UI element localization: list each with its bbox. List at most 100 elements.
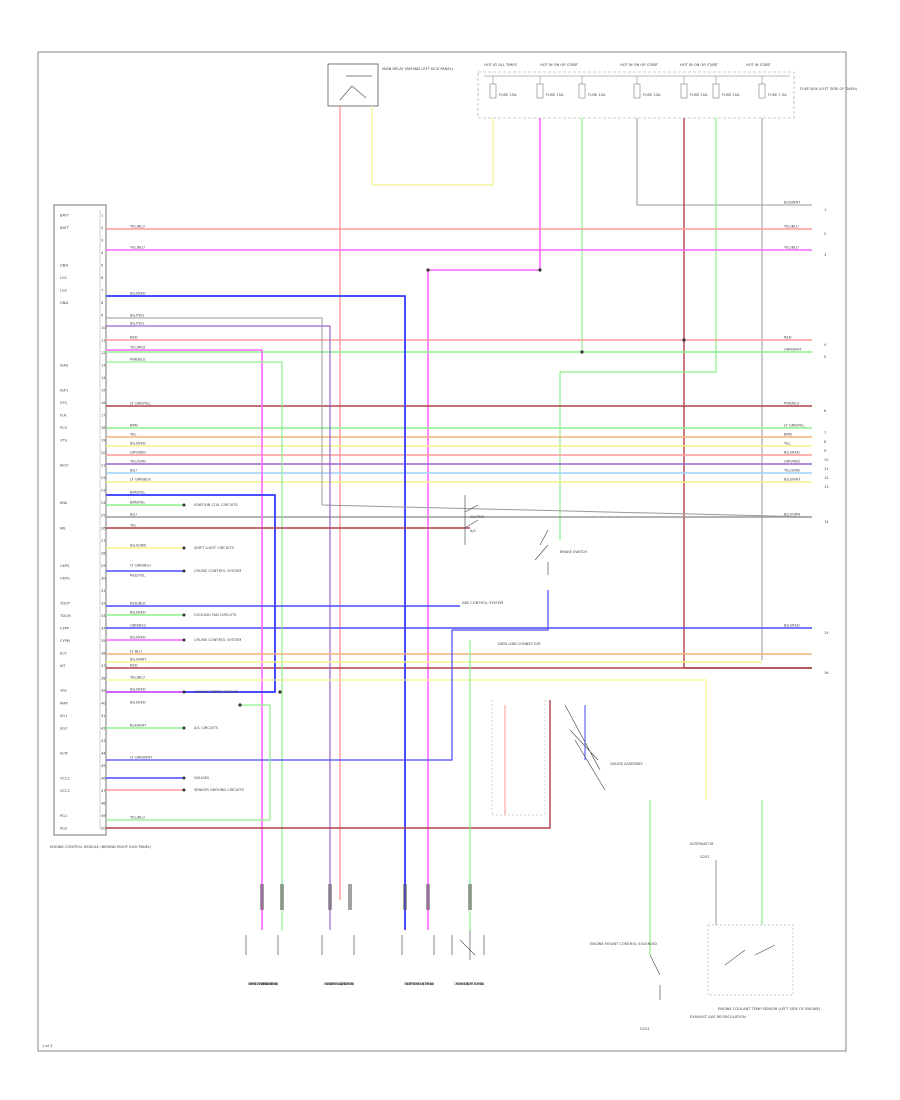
oxygen-sensor-symbol xyxy=(459,930,476,960)
stub-arrow-dot xyxy=(182,569,186,573)
ecm-blue-loop-wire xyxy=(106,494,276,693)
ecm-pin-number: 47 xyxy=(101,789,106,793)
mid-label-vss: VEHICLE SPEED SENSOR xyxy=(194,690,239,694)
bottom-component-symbol xyxy=(401,935,435,955)
bottom-component-label: CYLINDER POSITION SENSOR (TOP OF ENGINE) xyxy=(404,982,435,986)
right-terminal-number: 7 xyxy=(824,431,826,435)
ecm-pin-label: GND xyxy=(60,301,68,305)
main-relay-label: MAIN RELAY (BEHIND LEFT KICK PANEL) xyxy=(382,67,454,71)
ecm-pin-number: 3 xyxy=(101,239,103,243)
fuse-block-label: HOT IN START xyxy=(746,63,772,67)
right-wire-label: PNK/BLU xyxy=(784,402,800,406)
ecm-pin-label: LG1 xyxy=(60,276,67,280)
bottom-component-symbol xyxy=(321,935,355,955)
right-terminal-number: 15 xyxy=(824,631,829,635)
fuse-label: FUSE 15A xyxy=(546,93,564,97)
ecm-pin-label: SG2 xyxy=(60,726,67,730)
right-terminal-number: 12 xyxy=(824,476,829,480)
left-wire-label: BLU/YEL xyxy=(130,314,145,318)
right-wire-label: YEL/BLU xyxy=(784,246,799,250)
main-relay-box xyxy=(327,63,379,107)
ecm-pin-number: 36 xyxy=(101,651,106,655)
left-wire-label: RED xyxy=(130,336,138,340)
right-wire-label: BLU/RED xyxy=(784,624,800,628)
ecm-pin-label: ECT xyxy=(60,651,68,655)
splice-dot xyxy=(426,268,430,272)
ecm-label: ENGINE CONTROL MODULE (BEHIND RIGHT KICK… xyxy=(50,845,152,849)
fuse-symbol xyxy=(578,83,586,99)
ecm-pin-number: 15 xyxy=(101,389,106,393)
datalink-label: DATA LINK CONNECTOR xyxy=(498,642,541,646)
ecm-pin-number: 7 xyxy=(101,289,103,293)
fuse-symbol xyxy=(633,83,641,99)
bottom-component-label: EVAP PURGE FLOW SWITCH (BEHIND RIGHT SID… xyxy=(248,982,279,986)
ecm-blue-sensor-wire xyxy=(106,590,549,761)
ecm-pin-label: BATT xyxy=(60,226,70,230)
ecm-yellow-drop-wire xyxy=(106,679,707,800)
egr-label: EXHAUST GAS RECIRCULATION xyxy=(690,1015,746,1019)
ecm-pin-number: 9 xyxy=(101,314,104,318)
fuse-block-label: HOT AT ALL TIMES xyxy=(484,63,518,67)
ecm-pin-number: 44 xyxy=(101,751,106,755)
left-wire-label: BLU xyxy=(130,513,137,517)
clutch-switch-label: CLUTCH xyxy=(470,515,484,519)
ecm-pin-label: PCS xyxy=(60,426,68,430)
ecm-pin-number: 41 xyxy=(101,714,106,718)
ecm-pin-number: 31 xyxy=(101,589,106,593)
fuse-symbol xyxy=(712,83,720,99)
stub-arrow-dot xyxy=(182,776,186,780)
ecm-pin-number: 45 xyxy=(101,764,106,768)
fuse-block-label: HOT IN ON OR START xyxy=(620,63,659,67)
ecm-pin-label: CKPG xyxy=(60,576,70,580)
right-wire-label: BLU/RED xyxy=(784,451,800,455)
right-wire-label: GRY/RED xyxy=(784,460,800,464)
left-wire-label: BLU/RED xyxy=(130,292,146,296)
left-wire-label: RED/YEL xyxy=(130,574,145,578)
ecm-pin-number: 24 xyxy=(101,501,106,505)
fuse-symbol xyxy=(758,83,766,99)
ecm-pin-label: IGP1 xyxy=(60,389,68,393)
engine-mount-label: ENGINE MOUNT CONTROL SOLENOID xyxy=(590,942,657,946)
ecm-darkred-ground-wire xyxy=(106,700,551,829)
right-wire-label: LT GRN/YEL xyxy=(784,424,805,428)
ecm-pin-number: 29 xyxy=(101,564,106,568)
ecm-green-loop-wire xyxy=(106,704,271,821)
left-wire-label: GRN/BLU xyxy=(130,624,146,628)
ecm-pin-label: GND xyxy=(60,264,68,268)
ecm-pin-label: LG2 xyxy=(60,289,67,293)
ecm-pin-number: 46 xyxy=(101,776,106,780)
brake-switch xyxy=(534,529,549,575)
ecm-pin-label: IACV xyxy=(60,464,69,468)
connector-stub xyxy=(260,884,264,910)
left-wire-label: BLU/RED xyxy=(130,442,146,446)
left-wire-label: BLU/RED xyxy=(130,701,146,705)
right-terminal-number: 9 xyxy=(824,449,827,453)
fuse-feed-gray-wire xyxy=(636,118,812,206)
gauge-assembly xyxy=(491,700,606,816)
main-relay-switch xyxy=(339,75,372,101)
mid-label-ac: A/C CIRCUITS xyxy=(194,726,219,730)
mid-label-cooling: COOLING FAN CIRCUITS xyxy=(194,613,237,617)
ecm-pin-label: TPS xyxy=(59,689,67,693)
right-wire-label: GRN/WHT xyxy=(784,348,802,352)
connector-stub xyxy=(348,884,352,910)
stub-arrow-dot xyxy=(182,788,186,792)
right-wire-label: YEL/BLU xyxy=(784,225,799,229)
coolant-temp-sensor-label: ENGINE COOLANT TEMP SENSOR (LEFT SIDE OF… xyxy=(718,1007,821,1011)
abs-label: ABS CONTROL SYSTEM xyxy=(462,601,503,605)
bottom-component-label: EVAP CANISTER PURGE VALVE (LEFT SIDE OF … xyxy=(324,982,355,986)
fuse-symbol xyxy=(489,83,497,99)
ecm-pin-number: 2 xyxy=(101,226,103,230)
ecm-pin-number: 14 xyxy=(101,376,106,380)
left-wire-label: BLU/WHT xyxy=(130,658,147,662)
left-wire-label: YEL/BLU xyxy=(130,816,145,820)
ecm-pin-label: KNK xyxy=(60,501,68,505)
splice-dot xyxy=(238,703,242,707)
ecm-pin-label: MIL xyxy=(60,526,66,530)
mid-label-speedo: GAUGES xyxy=(194,776,210,780)
left-wire-label: BRN xyxy=(130,424,138,428)
connector-stub xyxy=(426,884,430,910)
mid-label-ignition_coil: IGNITION COIL CIRCUITS xyxy=(194,503,238,507)
